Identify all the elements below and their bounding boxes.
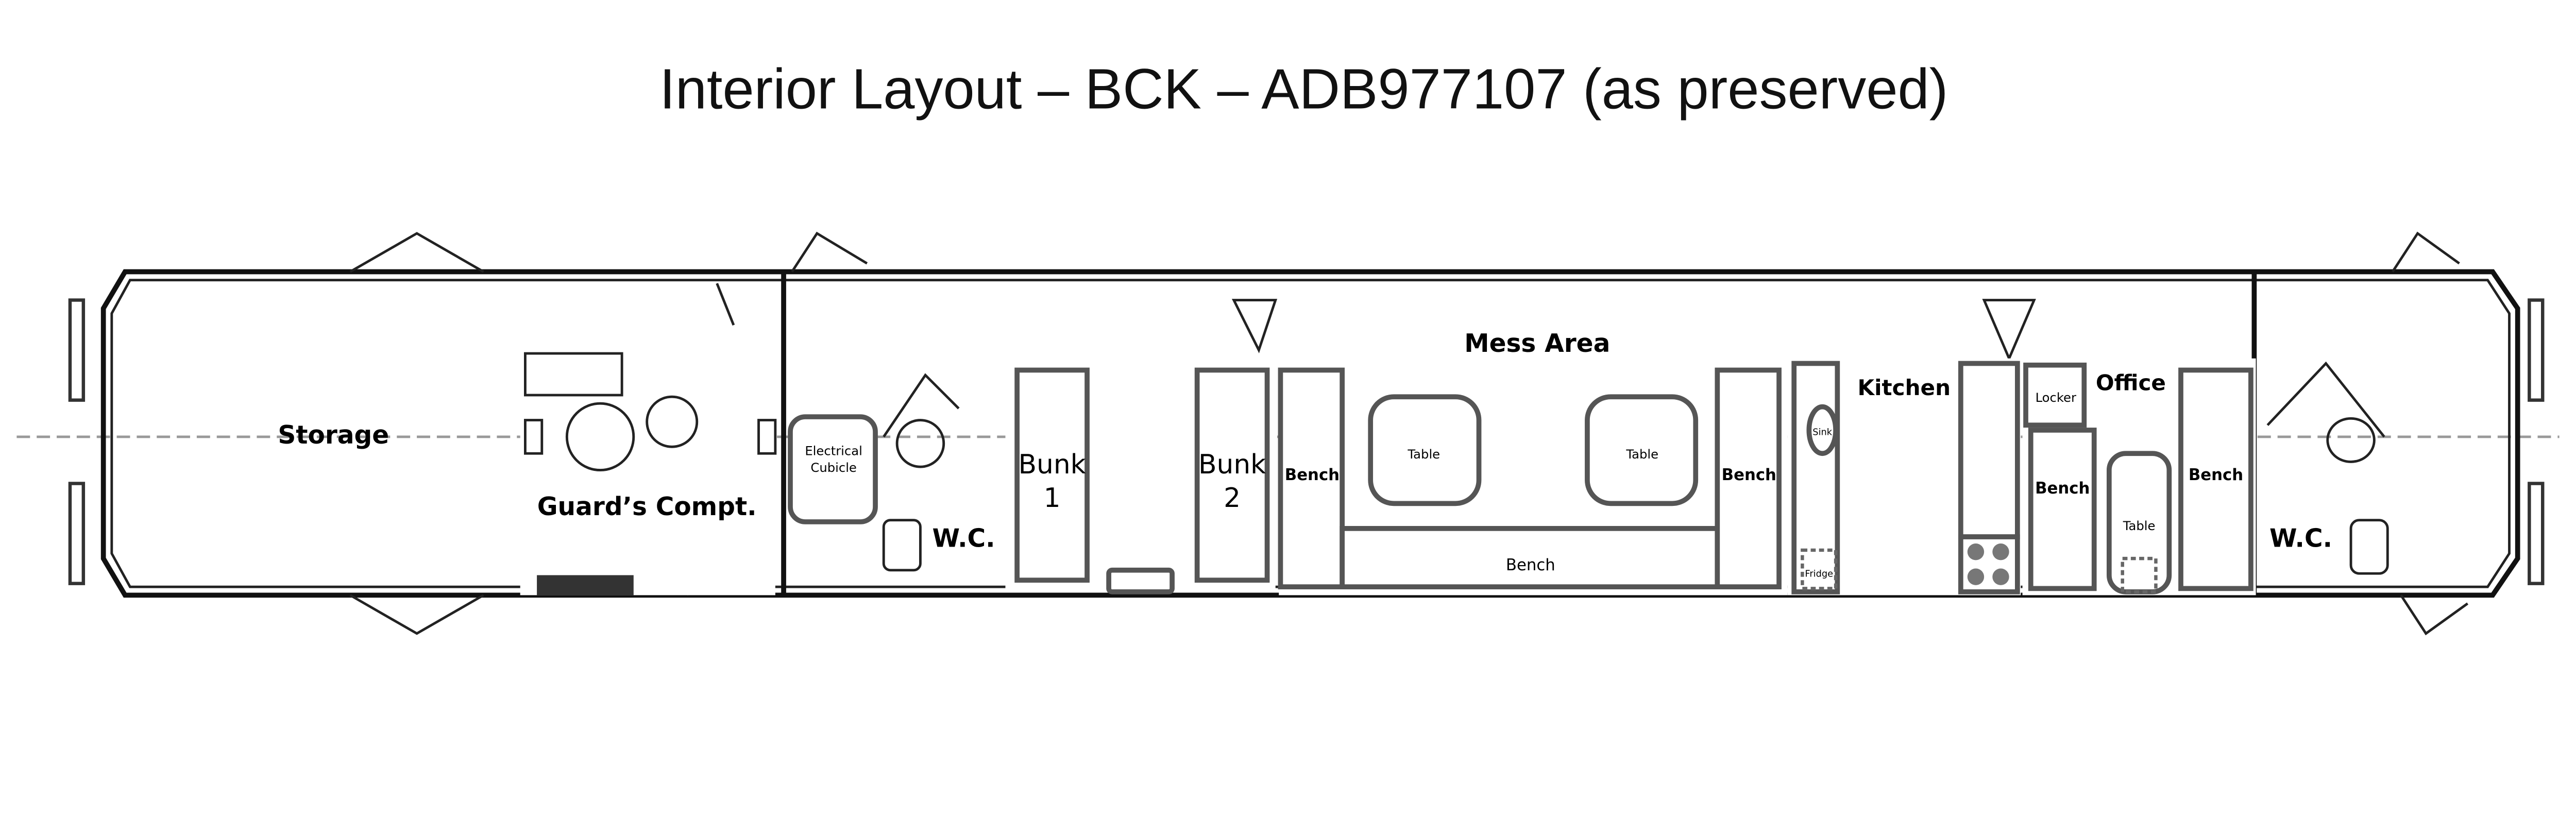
bunk-2 (1194, 367, 1270, 583)
heater-icon (537, 575, 634, 596)
locker (2023, 362, 2087, 428)
kitchen-counter-right (1958, 361, 2020, 539)
bunk-1-number: 1 (1044, 483, 1061, 514)
locker-label: Locker (2036, 390, 2076, 405)
kitchen-counter (1791, 361, 1840, 594)
bunk-2-number: 2 (1224, 483, 1241, 514)
room-label-mess: Mess Area (1464, 329, 1610, 358)
handbrake-wheel-icon (646, 395, 699, 448)
bench-left (1278, 367, 1345, 590)
electrical-cubicle (788, 414, 878, 524)
table-2 (1585, 394, 1699, 506)
stove-icon (1958, 534, 2020, 594)
bench-bottom (1340, 526, 1720, 590)
sink-label: Sink (1812, 427, 1832, 438)
room-label-guards: Guard’s Compt. (537, 492, 757, 521)
electrical-label-1: Electrical (805, 443, 862, 458)
bunk-1-label: Bunk (1019, 449, 1086, 480)
office-bench-right-label: Bench (2189, 466, 2243, 484)
office-bench-left-label: Bench (2035, 479, 2090, 498)
room-label-wc-left: W.C. (933, 524, 995, 553)
room-label-kitchen: Kitchen (1858, 375, 1951, 400)
sink-icon (1806, 404, 1838, 456)
table-1-label: Table (1407, 447, 1440, 462)
page-title: Interior Layout – BCK – ADB977107 (as pr… (659, 57, 1948, 121)
office-bench-left (2028, 428, 2097, 591)
table-2-label: Table (1625, 447, 1658, 462)
room-label-office: Office (2096, 370, 2166, 395)
step-box (1106, 567, 1175, 594)
office-bench-right (2178, 367, 2253, 591)
electrical-label-2: Cubicle (810, 460, 856, 475)
office-table-label: Table (2123, 518, 2156, 533)
guards-compartment (520, 352, 777, 596)
bunk-2-label: Bunk (1198, 449, 1266, 480)
fridge-icon (1801, 548, 1838, 590)
floor-plan: Interior Layout – BCK – ADB977107 (as pr… (16, 57, 2560, 636)
bench-left-label: Bench (1285, 466, 1340, 484)
fridge-label: Fridge (1805, 569, 1833, 580)
table-1 (1368, 394, 1482, 506)
coach-body-outline (68, 269, 2545, 598)
room-label-storage: Storage (278, 421, 389, 450)
toilet-left-icon (882, 373, 960, 572)
room-label-wc-right: W.C. (2269, 524, 2332, 553)
bench-right-label: Bench (1722, 466, 1776, 484)
toilet-right-icon (2266, 361, 2389, 575)
bench-right (1715, 367, 1782, 590)
office-dashed-box (2121, 556, 2158, 594)
bunk-1 (1014, 367, 1090, 583)
bench-bottom-label: Bench (1506, 556, 1555, 574)
